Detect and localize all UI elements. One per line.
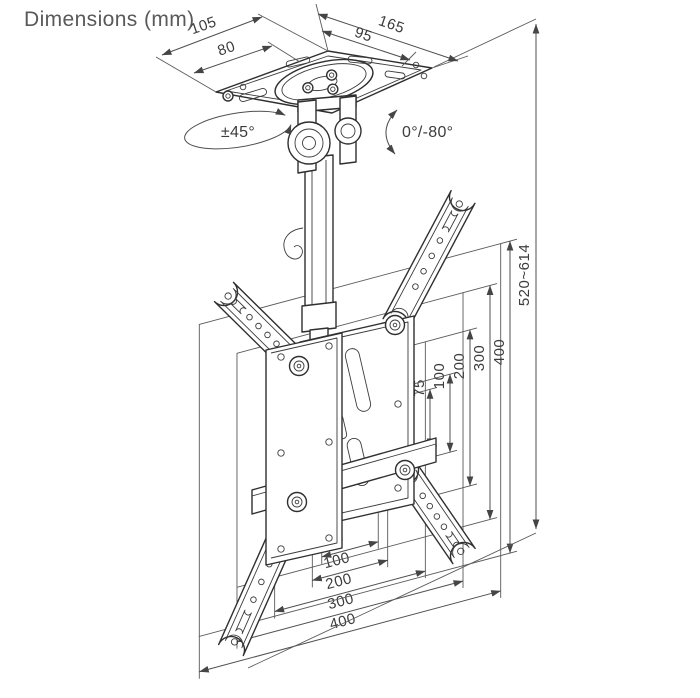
arm-lower-right-pivot [394, 459, 416, 481]
arm-upper-left-pivot [288, 355, 310, 377]
tension-knob [287, 121, 331, 165]
dim-label-height-range: 520~614 [516, 244, 533, 306]
vesa-height-label-300: 300 [471, 345, 488, 372]
swivel-arrow-icon [184, 108, 292, 150]
arm-pivots [286, 314, 416, 513]
height-ext-top [433, 18, 537, 68]
dim-label-95: 95 [352, 24, 374, 46]
arm-upper-right-pivot [384, 314, 406, 336]
vesa-height-label-100: 100 [431, 363, 448, 390]
pole-collar [301, 301, 337, 333]
mount-drawing [213, 50, 476, 657]
swivel-angle-label: ±45° [221, 124, 255, 141]
corner-screw [222, 90, 234, 102]
dim-line-80 [193, 45, 273, 74]
dim-label-80: 80 [215, 38, 237, 60]
vesa-height-label-400: 400 [491, 339, 508, 366]
joint-hub [334, 117, 362, 145]
dim-label-165: 165 [376, 12, 407, 37]
vesa-width-label-400: 400 [328, 610, 358, 633]
arm-lower-left-pivot [286, 491, 308, 513]
dim-line-95 [321, 30, 411, 61]
cable-hook-icon [283, 227, 304, 260]
dim-label-105: 105 [188, 13, 219, 38]
page-title: Dimensions (mm) [24, 8, 195, 31]
vesa-width-dim-400 [199, 590, 501, 673]
vesa-width-dim-75 [321, 540, 379, 558]
height-ext-bottom [247, 532, 537, 669]
dim-line-105 [161, 16, 263, 56]
tilt-angle-label: 0°/-80° [402, 124, 453, 141]
telescopic-pole [301, 154, 337, 355]
vesa-height-label-200: 200 [451, 353, 468, 380]
arm-upper-right [382, 189, 476, 333]
tilt-arrow-icon [385, 109, 398, 155]
pole-plate [265, 332, 343, 566]
tilt-joint [287, 94, 362, 174]
